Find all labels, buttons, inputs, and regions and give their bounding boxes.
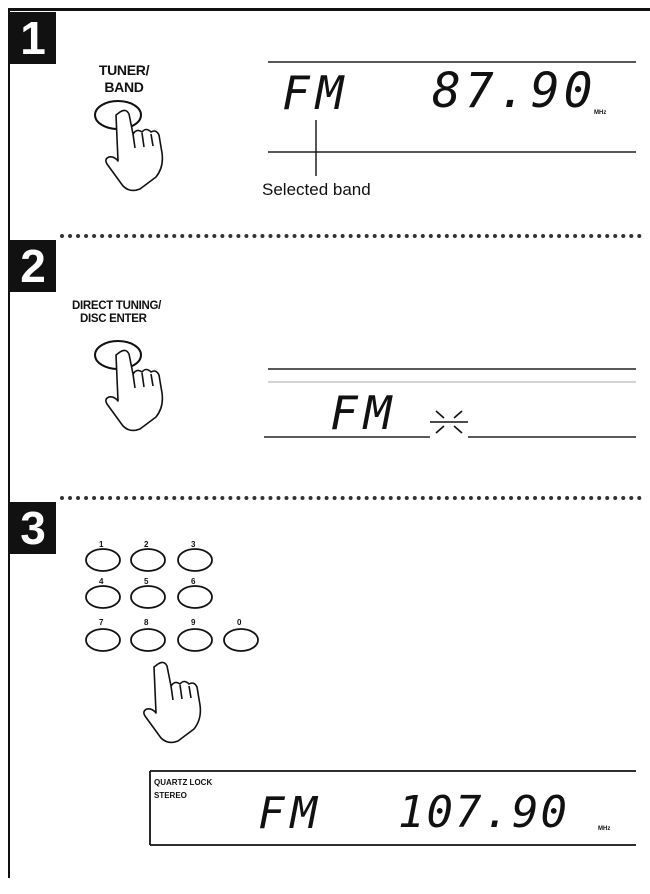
key-5-label: 5 [144,577,149,586]
quartz-lock-indicator: QUARTZ LOCK [154,778,213,787]
display2-band: FM [330,386,398,440]
key-9-label: 9 [191,618,196,627]
key-4 [85,585,121,609]
hand-icon-1 [105,109,164,192]
direct-tuning-label: DIRECT TUNING/ DISC ENTER [72,300,182,326]
key-3-label: 3 [191,540,196,549]
page-left-border [8,8,10,878]
key-3 [177,548,213,572]
tuner-band-label-line1: TUNER/ [98,62,150,78]
key-0 [223,628,259,652]
key-7 [85,628,121,652]
step-3-badge: 3 [10,502,56,554]
key-1-label: 1 [99,540,104,549]
direct-tuning-label-line1: DIRECT TUNING/ [72,300,162,312]
key-7-label: 7 [99,618,104,627]
page-top-border [8,8,650,11]
step-1-badge: 1 [10,12,56,64]
hand-icon-3 [143,661,202,744]
display3-band: FM [258,788,323,839]
direct-tuning-label-line2: DISC ENTER [80,313,147,325]
key-9 [177,628,213,652]
step-divider-2 [60,496,642,500]
stereo-indicator: STEREO [154,791,187,800]
hand-icon-2 [105,349,164,432]
key-6-label: 6 [191,577,196,586]
display1-unit: MHz [594,110,607,116]
key-0-label: 0 [237,618,242,627]
tuner-band-label-line2: BAND [104,79,144,95]
step-divider-1 [60,234,642,238]
key-8 [130,628,166,652]
display1-band: FM [282,66,350,120]
key-6 [177,585,213,609]
blinking-cursor-icon [430,410,468,434]
key-8-label: 8 [144,618,149,627]
display3-frequency: 107.90 [398,787,569,838]
key-2-label: 2 [144,540,149,549]
keypad [85,548,259,652]
key-1 [85,548,121,572]
display3-unit: MHz [598,826,611,832]
key-5 [130,585,166,609]
key-2 [130,548,166,572]
selected-band-callout: Selected band [262,180,371,199]
tuner-band-label: TUNER/ BAND [84,62,164,96]
step-2-badge: 2 [10,240,56,292]
display1-frequency: 87.90 [432,63,597,119]
key-4-label: 4 [99,577,104,586]
